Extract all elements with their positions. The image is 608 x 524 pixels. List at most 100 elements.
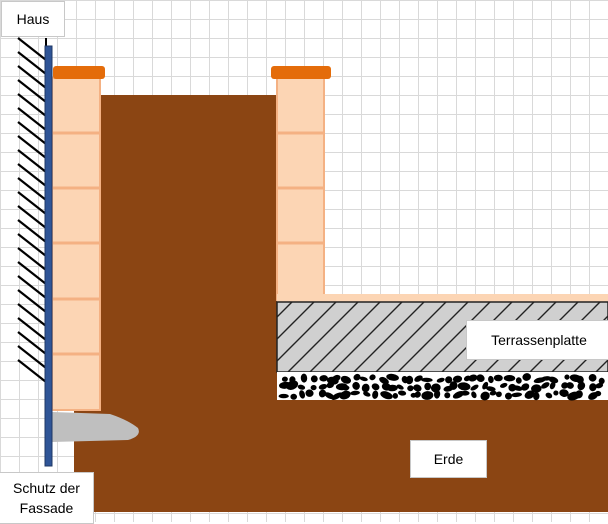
facade-hatch-stroke bbox=[17, 345, 47, 369]
facade-hatch-stroke bbox=[17, 177, 47, 201]
gravel-stone bbox=[407, 385, 414, 392]
gravel-stone bbox=[380, 391, 393, 400]
label-erde-text: Erde bbox=[433, 451, 464, 467]
gravel-stone bbox=[299, 390, 306, 399]
facade-hatch-stroke bbox=[17, 121, 47, 145]
gravel-stone bbox=[361, 383, 370, 393]
gravel-stone bbox=[457, 382, 471, 391]
gravel-stone bbox=[493, 374, 503, 382]
gravel-stone bbox=[424, 382, 432, 391]
gravel-stone bbox=[575, 390, 583, 399]
gravel-stone bbox=[352, 381, 360, 390]
gravel-stone bbox=[350, 390, 360, 396]
gravel-stone bbox=[449, 381, 458, 390]
gravel-stone bbox=[561, 382, 569, 389]
gravel-stone bbox=[594, 390, 602, 397]
facade-hatch-stroke bbox=[17, 317, 47, 341]
facade-hatch-stroke bbox=[17, 79, 47, 103]
gravel-stone bbox=[452, 375, 463, 383]
gravel-stone bbox=[353, 373, 361, 381]
gravel-layer bbox=[277, 372, 608, 401]
facade-hatch-stroke bbox=[17, 205, 47, 229]
gravel-stone bbox=[541, 382, 550, 389]
gravel-stone bbox=[392, 393, 399, 399]
left-brick-wall bbox=[51, 66, 105, 411]
gravel-stone bbox=[369, 374, 376, 381]
facade-hatch-stroke bbox=[17, 149, 47, 173]
right-brick-wall bbox=[271, 66, 331, 301]
gravel-stone bbox=[564, 374, 570, 380]
gravel-stone bbox=[553, 390, 559, 396]
facade-hatch-stroke bbox=[17, 233, 47, 257]
gravel-stone bbox=[545, 392, 553, 399]
gravel-stone bbox=[318, 389, 327, 398]
facade-hatch-stroke bbox=[17, 219, 47, 243]
gravel-stone bbox=[281, 376, 288, 382]
facade-hatch-stroke bbox=[17, 37, 47, 61]
gravel-stone bbox=[405, 375, 414, 385]
left-wall-cap bbox=[53, 66, 105, 79]
gravel-stone bbox=[413, 384, 422, 392]
gravel-stone bbox=[495, 391, 502, 398]
house-facade-hatching bbox=[17, 37, 47, 383]
gravel-stone bbox=[505, 392, 512, 400]
gravel-stone bbox=[499, 382, 508, 388]
facade-hatch-stroke bbox=[17, 191, 47, 215]
gravel-stone bbox=[598, 377, 605, 385]
gravel-stone bbox=[386, 384, 398, 392]
gravel-stone bbox=[515, 377, 522, 384]
soil-fill-between-walls bbox=[100, 95, 278, 400]
gravel-stone bbox=[421, 391, 434, 400]
facade-hatch-stroke bbox=[17, 163, 47, 187]
gravel-stone bbox=[531, 384, 542, 393]
gravel-stone bbox=[471, 391, 477, 399]
facade-hatch-stroke bbox=[17, 93, 47, 117]
gravel-stone bbox=[340, 375, 352, 384]
gravel-stone bbox=[310, 384, 317, 391]
gravel-stone bbox=[549, 381, 556, 390]
label-haus: Haus bbox=[1, 1, 65, 37]
gravel-stone bbox=[286, 380, 299, 390]
gravel-stone bbox=[331, 374, 341, 382]
facade-hatch-stroke bbox=[17, 107, 47, 131]
gravel-stone bbox=[318, 383, 328, 390]
gravel-stone bbox=[371, 383, 380, 391]
gravel-stone bbox=[278, 393, 289, 399]
gravel-stone bbox=[524, 390, 535, 399]
gravel-stone bbox=[511, 392, 523, 398]
facade-hatch-stroke bbox=[17, 289, 47, 313]
gravel-stone bbox=[460, 390, 470, 396]
gravel-stone bbox=[533, 392, 540, 401]
facade-hatch-stroke bbox=[17, 247, 47, 271]
facade-hatch-stroke bbox=[17, 65, 47, 89]
gravel-stone bbox=[576, 375, 584, 384]
gravel-stone bbox=[588, 373, 597, 382]
gravel-stone bbox=[310, 375, 318, 383]
facade-hatch-stroke bbox=[17, 275, 47, 299]
drainage-gravel-patch bbox=[52, 412, 139, 442]
gravel-stone bbox=[503, 374, 516, 382]
facade-hatch-stroke bbox=[17, 331, 47, 355]
gravel-stone bbox=[300, 373, 308, 383]
gravel-stone bbox=[566, 382, 574, 389]
label-terrassenplatte: Terrassenplatte bbox=[466, 320, 608, 360]
gravel-stone bbox=[331, 392, 343, 400]
terrace-mortar-bed bbox=[277, 294, 608, 302]
gravel-stone bbox=[297, 384, 306, 390]
gravel-stone bbox=[414, 375, 423, 382]
gravel-stone bbox=[468, 374, 478, 382]
gravel-stone bbox=[485, 386, 496, 392]
gravel-stone bbox=[488, 375, 494, 384]
facade-hatch-stroke bbox=[17, 51, 47, 75]
soil-ground bbox=[74, 395, 608, 512]
right-wall-cap bbox=[271, 66, 331, 79]
gravel-stone bbox=[433, 390, 441, 399]
gravel-stone bbox=[445, 376, 453, 384]
gravel-stone bbox=[414, 391, 421, 398]
facade-hatch-stroke bbox=[17, 261, 47, 285]
gravel-stone bbox=[398, 390, 407, 396]
gravel-stone bbox=[420, 377, 433, 383]
gravel-stone bbox=[305, 389, 314, 397]
gravel-stone bbox=[522, 373, 531, 381]
